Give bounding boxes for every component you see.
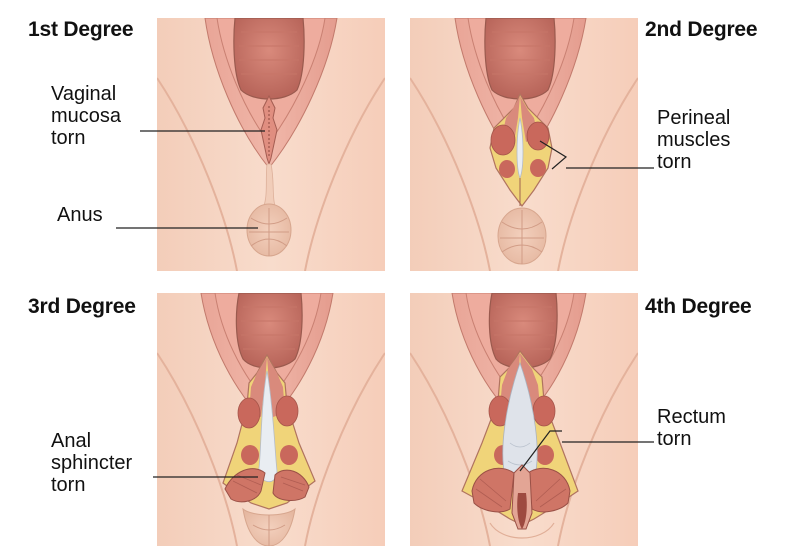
second-degree-illustration	[410, 18, 638, 271]
panel-2-title: 2nd Degree	[645, 18, 758, 41]
fourth-degree-illustration	[410, 293, 638, 546]
anus-label: Anus	[57, 204, 103, 226]
perineal-muscles-label: Perineal muscles torn	[657, 107, 731, 173]
panel-4-title: 4th Degree	[645, 295, 752, 318]
rectum-label: Rectum torn	[657, 406, 726, 450]
panel-3-title: 3rd Degree	[28, 295, 136, 318]
perineal-muscles-leader-line	[566, 156, 654, 174]
first-degree-illustration	[157, 18, 385, 271]
anal-sphincter-leader-line	[153, 465, 258, 483]
perineum-illustration	[410, 18, 638, 271]
rectum-leader-line	[562, 430, 654, 448]
anal-sphincter-label: Anal sphincter torn	[51, 430, 133, 496]
third-degree-illustration	[157, 293, 385, 546]
panel-1-title: 1st Degree	[28, 18, 134, 41]
anus-leader-line	[116, 216, 258, 234]
perineum-illustration	[410, 293, 638, 546]
perineum-illustration	[157, 18, 385, 271]
vaginal-mucosa-label: Vaginal mucosa torn	[51, 83, 122, 149]
perineum-illustration	[157, 293, 385, 546]
vaginal-mucosa-leader-line	[140, 119, 265, 137]
